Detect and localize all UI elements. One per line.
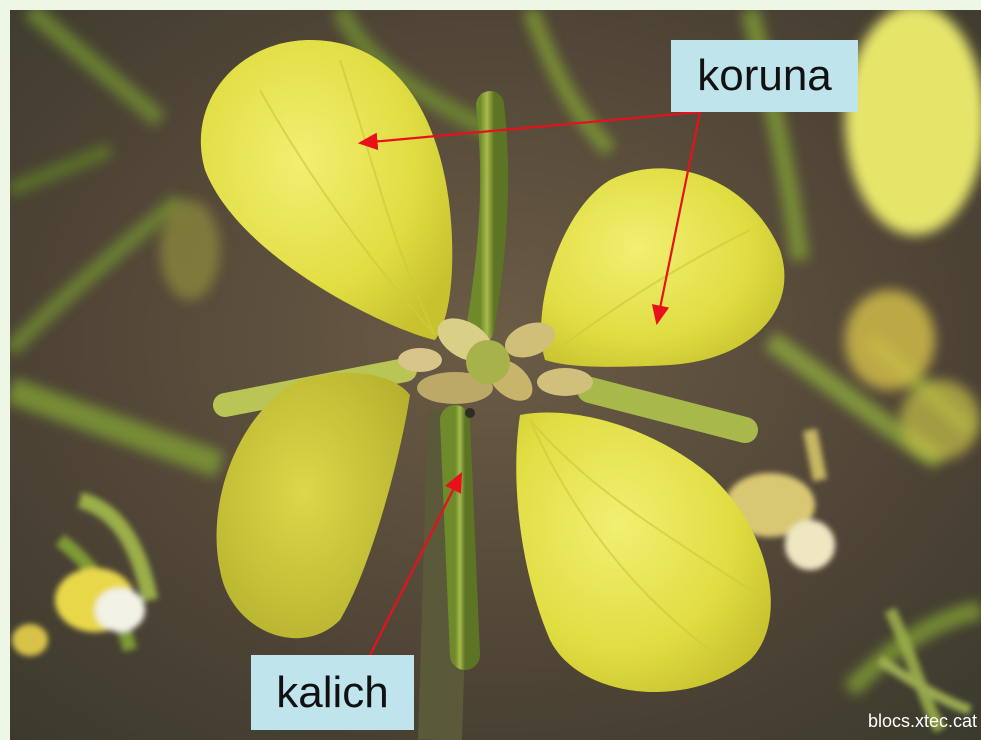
calyx-label: kalich <box>251 655 414 730</box>
corolla-label: koruna <box>671 40 858 112</box>
flower-photo <box>10 10 981 740</box>
image-credit: blocs.xtec.cat <box>867 711 977 731</box>
